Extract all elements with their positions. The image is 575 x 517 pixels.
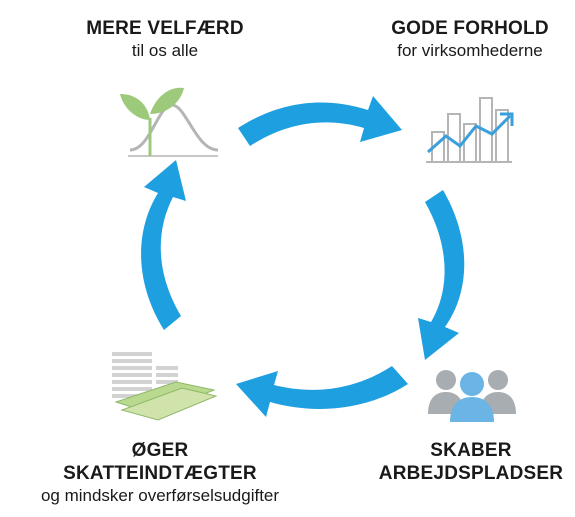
node-subtitle: til os alle: [131, 40, 199, 60]
node-tax-revenue: ØGER SKATTEINDTÆGTER og mindsker overfør…: [0, 440, 320, 506]
node-title-line2: ARBEJDSPLADSER: [378, 462, 564, 484]
node-title-line1: SKABER: [430, 440, 512, 461]
node-title: MERE VELFÆRD: [86, 18, 244, 39]
node-creates-jobs: SKABER ARBEJDSPLADSER: [365, 440, 575, 486]
node-title: GODE FORHOLD: [391, 18, 549, 39]
node-subtitle: for virksomhederne: [397, 40, 543, 60]
node-subtitle: og mindsker overførselsudgifter: [40, 485, 280, 505]
cycle-arrows: [141, 96, 465, 417]
node-title-line1: ØGER: [131, 440, 189, 461]
people-group-icon: [428, 370, 516, 422]
arrow-bottom: [236, 366, 408, 417]
sprout-curve-icon: [120, 87, 219, 157]
node-more-welfare: MERE VELFÆRD til os alle: [60, 18, 270, 61]
node-good-conditions: GODE FORHOLD for virksomhederne: [363, 18, 575, 61]
node-title-line2: SKATTEINDTÆGTER: [63, 462, 257, 484]
arrow-top: [238, 96, 402, 146]
bar-chart-trend-icon: [426, 97, 514, 163]
arrow-left: [141, 160, 186, 330]
arrow-right: [418, 190, 465, 360]
money-stack-icon: [112, 352, 218, 421]
